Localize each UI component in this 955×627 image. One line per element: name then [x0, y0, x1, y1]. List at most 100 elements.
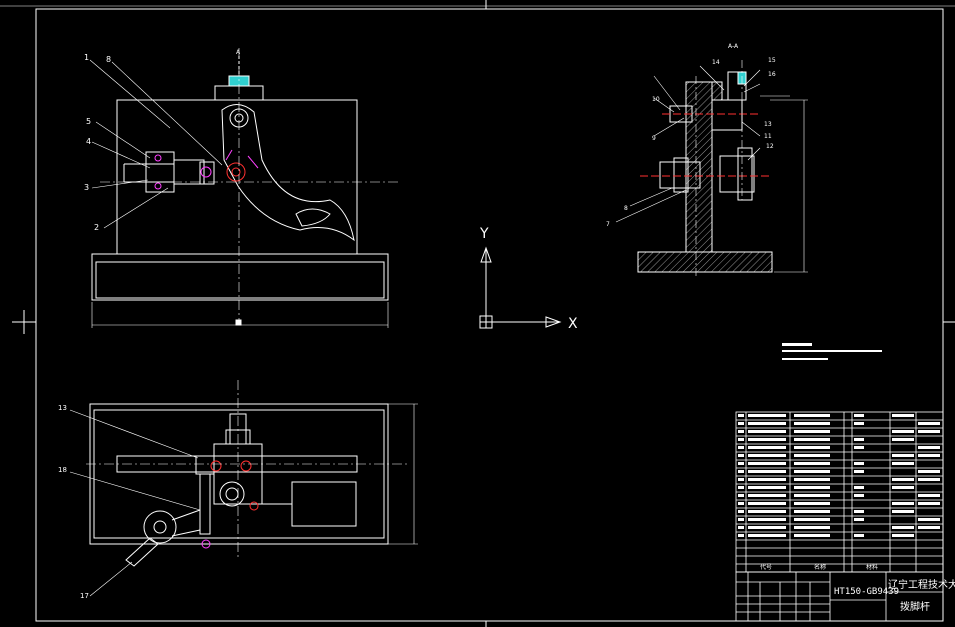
balloon-front-4: 4 — [86, 137, 91, 146]
title-block — [735, 571, 944, 622]
balloon-front-1: 1 — [84, 53, 89, 62]
ucs-icon — [479, 246, 562, 329]
parts-list-cell-mark — [738, 438, 744, 441]
parts-list-cell-mark — [892, 454, 914, 457]
parts-list-cell-mark — [918, 430, 940, 433]
parts-list-cell-mark — [918, 422, 940, 425]
parts-list-cell-mark — [738, 462, 744, 465]
parts-list-cell-mark — [748, 510, 786, 513]
balloon-front-8: 8 — [106, 55, 111, 64]
part-name: 拨脚杆 — [900, 600, 930, 613]
balloon-side-13: 13 — [764, 121, 772, 128]
parts-list-text — [738, 414, 940, 537]
parts-list-cell-mark — [748, 470, 786, 473]
parts-list-cell-mark — [794, 534, 830, 537]
parts-list-cell-mark — [918, 478, 940, 481]
parts-list-cell-mark — [748, 518, 786, 521]
parts-list-cell-mark — [738, 518, 744, 521]
parts-list-cell-mark — [918, 494, 940, 497]
header-name: 名称 — [814, 563, 826, 571]
parts-list-cell-mark — [854, 486, 864, 489]
parts-list-cell-mark — [854, 534, 864, 537]
balloon-side-15: 15 — [768, 57, 776, 64]
parts-list-cell-mark — [918, 446, 940, 449]
parts-list-cell-mark — [794, 494, 830, 497]
university-name: 辽宁工程技术大学 — [888, 578, 955, 591]
parts-list-cell-mark — [794, 470, 830, 473]
parts-list-cell-mark — [748, 478, 786, 481]
parts-list-cell-mark — [748, 502, 786, 505]
side-view-labels: A-A 14 15 16 10 9 13 12 11 8 7 — [606, 43, 776, 228]
parts-list-cell-mark — [892, 526, 914, 529]
parts-list-cell-mark — [738, 510, 744, 513]
parts-list-cell-mark — [794, 414, 830, 417]
balloon-side-8: 8 — [624, 205, 628, 212]
parts-list-cell-mark — [854, 462, 864, 465]
parts-list-cell-mark — [794, 446, 830, 449]
parts-list-cell-mark — [892, 462, 914, 465]
side-section-view — [615, 60, 808, 276]
parts-list-cell-mark — [854, 470, 864, 473]
parts-list-cell-mark — [738, 486, 744, 489]
parts-list-cell-mark — [738, 422, 744, 425]
parts-list-cell-mark — [794, 526, 830, 529]
parts-list-cell-mark — [892, 486, 914, 489]
parts-list-cell-mark — [892, 534, 914, 537]
parts-list-cell-mark — [738, 534, 744, 537]
header-code: 代号 — [760, 563, 772, 571]
parts-list-cell-mark — [738, 430, 744, 433]
parts-list-cell-mark — [794, 486, 830, 489]
front-view — [89, 48, 400, 328]
parts-list-cell-mark — [748, 526, 786, 529]
parts-list-cell-mark — [738, 454, 744, 457]
plan-view — [69, 380, 418, 597]
parts-list-cell-mark — [892, 510, 914, 513]
parts-list-cell-mark — [748, 446, 786, 449]
balloon-side-10: 10 — [652, 96, 660, 103]
parts-list-cell-mark — [794, 510, 830, 513]
parts-list-cell-mark — [738, 470, 744, 473]
parts-list-cell-mark — [892, 478, 914, 481]
parts-list-cell-mark — [794, 438, 830, 441]
parts-list-cell-mark — [918, 454, 940, 457]
parts-list-cell-mark — [918, 502, 940, 505]
drawing-code: HT150-GB9439 — [834, 587, 899, 597]
parts-list-cell-mark — [854, 422, 864, 425]
parts-list-cell-mark — [892, 502, 914, 505]
parts-list-cell-mark — [794, 422, 830, 425]
section-mark-top: A — [236, 49, 241, 56]
parts-list-cell-mark — [854, 446, 864, 449]
parts-list-cell-mark — [738, 446, 744, 449]
balloon-side-11: 11 — [764, 133, 772, 140]
parts-list-cell-mark — [854, 438, 864, 441]
parts-list-cell-mark — [748, 486, 786, 489]
parts-list-cell-mark — [794, 478, 830, 481]
parts-list-cell-mark — [748, 462, 786, 465]
parts-list-cell-mark — [794, 430, 830, 433]
parts-list-cell-mark — [892, 438, 914, 441]
parts-list-cell-mark — [854, 494, 864, 497]
balloon-side-9: 9 — [652, 135, 656, 142]
parts-list-cell-mark — [794, 462, 830, 465]
parts-list-cell-mark — [748, 534, 786, 537]
parts-list-cell-mark — [738, 526, 744, 529]
balloon-side-16: 16 — [768, 71, 776, 78]
parts-list-cell-mark — [854, 510, 864, 513]
balloon-front-3: 3 — [84, 183, 89, 192]
parts-list-cell-mark — [892, 430, 914, 433]
parts-list-cell-mark — [854, 414, 864, 417]
parts-list-cell-mark — [738, 494, 744, 497]
parts-list-cell-mark — [748, 422, 786, 425]
balloon-plan-18: 18 — [58, 466, 67, 474]
parts-list-cell-mark — [748, 494, 786, 497]
parts-list-cell-mark — [748, 430, 786, 433]
parts-list-cell-mark — [738, 478, 744, 481]
parts-list-cell-mark — [748, 414, 786, 417]
parts-list-cell-mark — [748, 438, 786, 441]
balloon-plan-13: 13 — [58, 404, 67, 412]
ucs-axis-x: X — [568, 316, 578, 332]
ucs-axis-y: Y — [479, 226, 489, 242]
balloon-side-14: 14 — [712, 59, 720, 66]
parts-list-cell-mark — [918, 518, 940, 521]
